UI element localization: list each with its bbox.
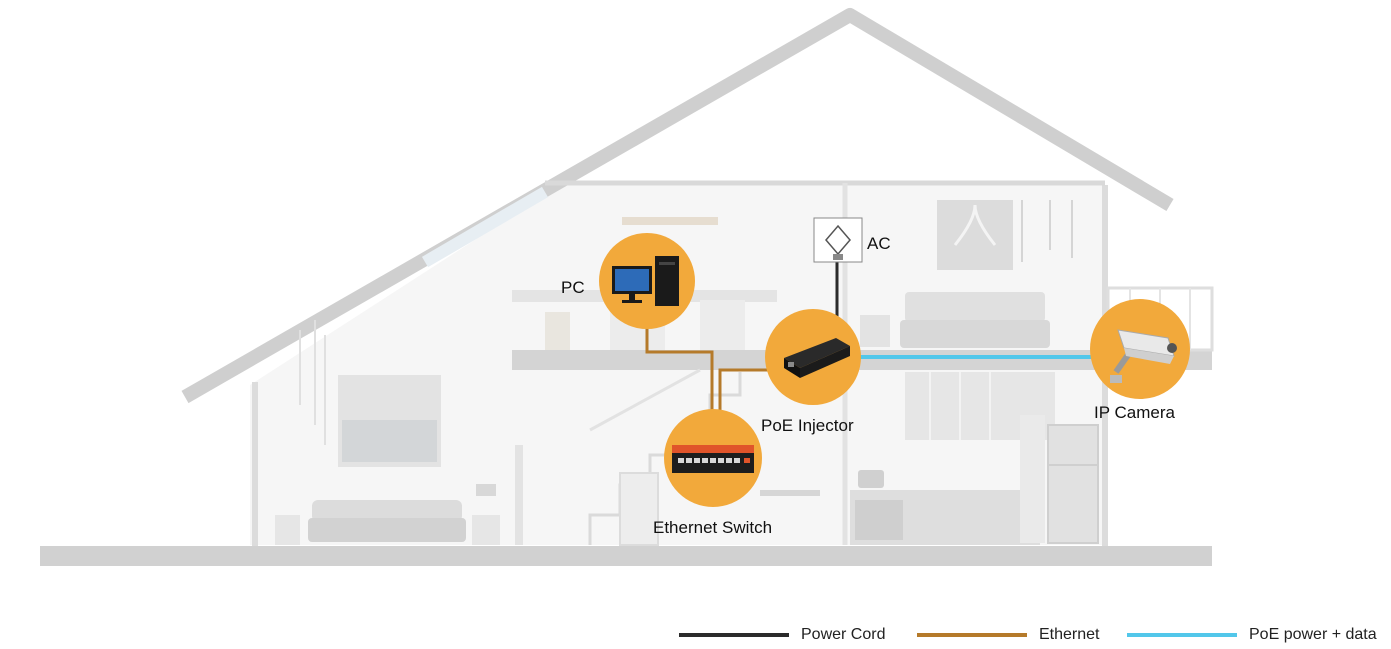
ac-label: AC	[867, 234, 891, 253]
ac-outlet[interactable]	[813, 217, 863, 263]
ip-camera-label: IP Camera	[1094, 403, 1175, 422]
ip-camera-icon	[1110, 329, 1177, 383]
legend-label-poe: PoE power + data	[1249, 626, 1377, 643]
legend-swatch-ethernet	[917, 633, 1027, 637]
ethernet-switch-label: Ethernet Switch	[653, 518, 773, 537]
legend-swatch-poe	[1127, 633, 1237, 637]
pc-icon	[612, 256, 679, 306]
legend-item-ethernet: Ethernet	[917, 624, 1099, 646]
pc-label: PC	[561, 278, 585, 297]
poe-injector-icon	[784, 338, 850, 378]
ethernet-switch-device[interactable]	[664, 409, 762, 507]
poe-injector-label: PoE Injector	[761, 416, 854, 435]
legend-label-ethernet: Ethernet	[1039, 626, 1100, 643]
legend-item-power-cord: Power Cord	[679, 624, 885, 646]
ethernet-switch-icon	[672, 445, 754, 473]
ip-camera-device[interactable]	[1090, 299, 1190, 399]
ethernet-line-switch-injector	[718, 368, 790, 420]
legend-swatch-power-cord	[679, 633, 789, 637]
pc-device[interactable]	[599, 233, 695, 329]
legend-label-power-cord: Power Cord	[801, 626, 886, 643]
legend-item-poe: PoE power + data	[1127, 624, 1377, 646]
poe-injector-device[interactable]	[765, 309, 861, 405]
ac-outlet-icon	[825, 224, 851, 260]
